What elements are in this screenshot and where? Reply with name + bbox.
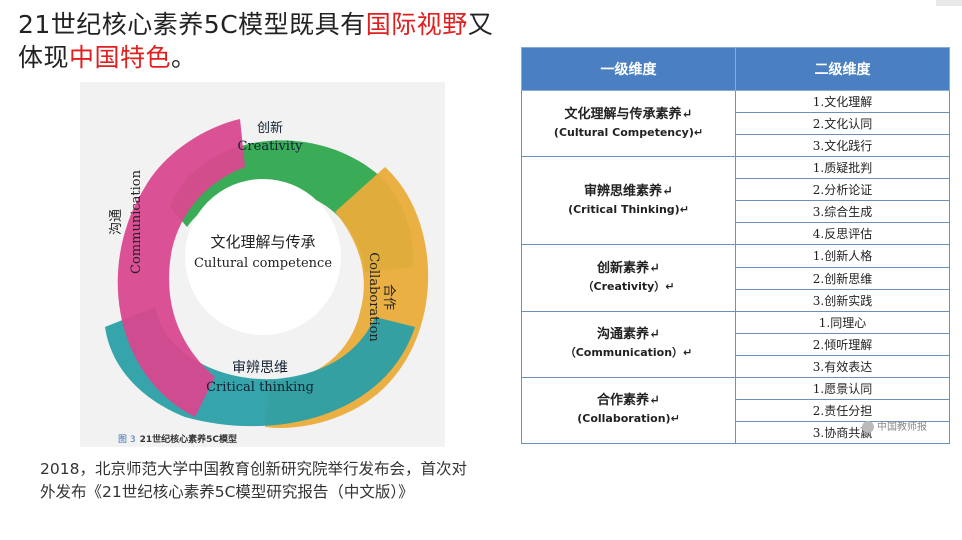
header-secondary: 二级维度 [735, 47, 950, 91]
secondary-dimension: 3.有效表达 [735, 354, 950, 378]
table-row: 3.有效表达 [522, 354, 950, 378]
secondary-dimension: 1.质疑批判 [735, 156, 950, 180]
5c-model-figure: 文化理解与传承 Cultural competence 创新 Creativit… [80, 82, 445, 447]
center-label-cn: 文化理解与传承 [210, 233, 315, 251]
critical-thinking-label-cn: 审辨思维 [232, 360, 288, 376]
primary-cn: 创新素养↵ [597, 261, 660, 277]
dimensions-table-wrap: 一级维度 二级维度 文化理解与传承素养↵ (Cultural Competency… [521, 47, 950, 445]
table-row: 创新素养↵ （Creativity）↵ 1.创新人格 [521, 244, 950, 312]
primary-en: （Creativity）↵ [582, 280, 675, 294]
watermark: 中国教师报 [862, 418, 927, 433]
title-part3: 。 [171, 43, 197, 72]
secondary-dimension: 4.反思评估 [735, 222, 950, 246]
secondary-dimension: 1.同理心 [735, 310, 950, 334]
secondary-dimension: 2.创新思维 [735, 266, 950, 290]
collaboration-label-en: Collaboration [366, 252, 381, 342]
collaboration-label-cn: 合作 [381, 284, 396, 310]
secondary-dimension: 1.文化理解 [735, 89, 950, 114]
table-row: 合作素养↵ (Collaboration)↵ 1.愿景认同 [521, 376, 950, 445]
table-header-row: 一级维度 二级维度 [521, 47, 950, 91]
secondary-dimension: 3.文化践行 [735, 134, 950, 158]
dimensions-table: 一级维度 二级维度 文化理解与传承素养↵ (Cultural Competency… [521, 47, 950, 445]
table-row: 4.反思评估 [522, 222, 950, 246]
primary-cn: 沟通素养↵ [597, 327, 660, 343]
secondary-dimension: 2.分析论证 [735, 178, 950, 202]
critical-thinking-label-en: Critical thinking [206, 380, 314, 395]
title-part1: 21世纪核心素养5C模型既具有 [18, 10, 366, 39]
creativity-label-cn: 创新 [257, 120, 283, 136]
center-label-en: Cultural competence [194, 256, 332, 271]
slide-title: 21世纪核心素养5C模型既具有国际视野又体现中国特色。 [18, 8, 498, 74]
primary-en: (Critical Thinking)↵ [568, 202, 689, 216]
title-highlight-chinese: 中国特色 [69, 43, 172, 72]
primary-dimension-communication: 沟通素养↵ （Communication）↵ [521, 310, 736, 378]
corner-accent [936, 0, 962, 6]
header-primary: 一级维度 [521, 47, 736, 91]
table-row: 审辨思维素养↵ (Critical Thinking)↵ 1.质疑批判 [521, 156, 950, 246]
primary-en: （Communication）↵ [564, 346, 693, 360]
primary-dimension-cultural: 文化理解与传承素养↵ (Cultural Competency)↵ [521, 89, 736, 158]
watermark-logo-icon [862, 421, 874, 433]
primary-cn: 审辨思维素养↵ [584, 183, 673, 199]
primary-dimension-critical: 审辨思维素养↵ (Critical Thinking)↵ [521, 156, 736, 246]
release-note: 2018，北京师范大学中国教育创新研究院举行发布会，首次对外发布《21世纪核心素… [40, 460, 467, 501]
table-row: 2.倾听理解 [522, 332, 950, 356]
table-row: 2.创新思维 [522, 266, 950, 290]
secondary-dimension: 2.倾听理解 [735, 332, 950, 356]
center-circle [185, 179, 341, 335]
table-row: 2.责任分担 [522, 398, 950, 422]
primary-cn: 合作素养↵ [597, 393, 660, 409]
primary-cn: 文化理解与传承素养↵ [564, 106, 693, 122]
communication-label-en: Communication [129, 169, 144, 274]
secondary-dimension: 1.创新人格 [735, 244, 950, 268]
communication-swirl [117, 119, 245, 417]
primary-dimension-collaboration: 合作素养↵ (Collaboration)↵ [521, 376, 736, 445]
watermark-text: 中国教师报 [877, 422, 927, 433]
secondary-dimension: 1.愿景认同 [735, 376, 950, 400]
figure-caption-text: 21世纪核心素养5C模型 [139, 435, 237, 445]
table-row: 3.协商共赢 [522, 420, 950, 445]
creativity-label-en: Creativity [237, 139, 303, 154]
table-row: 沟通素养↵ （Communication）↵ 1.同理心 [521, 310, 950, 378]
5c-model-diagram: 文化理解与传承 Cultural competence 创新 Creativit… [105, 119, 429, 428]
secondary-dimension: 3.综合生成 [735, 200, 950, 224]
title-highlight-international: 国际视野 [365, 10, 468, 39]
secondary-dimension: 3.创新实践 [735, 288, 950, 312]
secondary-dimension: 2.责任分担 [735, 398, 950, 422]
secondary-dimension: 2.文化认同 [735, 112, 950, 136]
communication-label-cn: 沟通 [109, 209, 124, 235]
title-part2: 又体现 [18, 10, 494, 72]
primary-en: (Collaboration)↵ [577, 412, 680, 426]
secondary-dimension: 3.协商共赢 [735, 420, 950, 445]
table-row: 文化理解与传承素养↵ (Cultural Competency)↵ 1.文化理解 [521, 89, 950, 158]
figure-caption-number: 图 3 [118, 435, 136, 445]
primary-en: (Cultural Competency)↵ [553, 125, 704, 139]
table-row: 3.创新实践 [522, 288, 950, 312]
primary-dimension-creativity: 创新素养↵ （Creativity）↵ [521, 244, 736, 312]
